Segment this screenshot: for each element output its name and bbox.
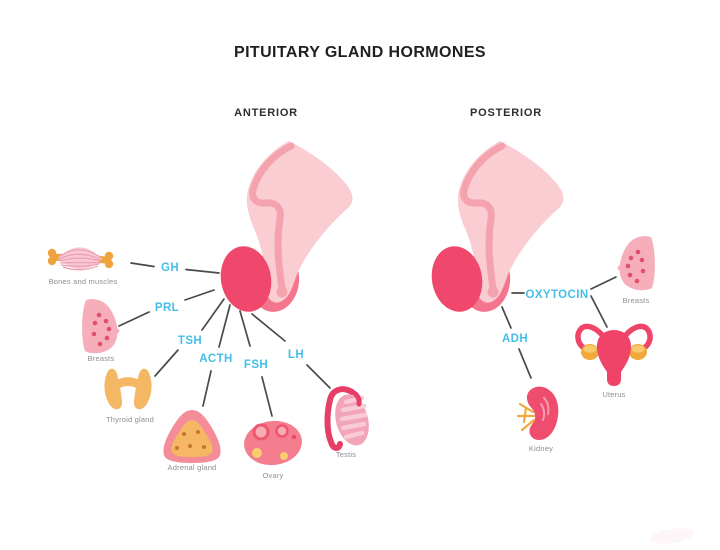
page-title: PITUITARY GLAND HORMONES	[234, 44, 486, 61]
organ-label-uterus: Uterus	[602, 390, 625, 399]
posterior-section-label: POSTERIOR	[470, 107, 542, 119]
anterior-pituitary-gland-icon	[216, 141, 353, 316]
ovary-body	[244, 420, 302, 466]
gh-connector-line	[130, 262, 220, 274]
hormone-label-gh: GH	[161, 262, 179, 274]
adrenal-gland-icon	[163, 410, 221, 463]
lh-connector-line	[251, 313, 331, 389]
hormone-label-lh: LH	[288, 349, 304, 361]
breast-posterior-icon	[617, 236, 655, 291]
fallopian-tube-right	[619, 323, 653, 351]
prl-connector-line	[118, 289, 215, 327]
organ-label-bones-muscles: Bones and muscles	[49, 277, 118, 286]
connector-lines	[118, 262, 617, 417]
hormone-label-oxytocin: OXYTOCIN	[525, 289, 588, 301]
organ-label-adrenal: Adrenal gland	[168, 463, 217, 472]
testis-septa	[339, 395, 368, 440]
hormone-label-fsh: FSH	[244, 359, 268, 371]
hormone-label-acth: ACTH	[199, 353, 233, 365]
testis-duct	[349, 389, 362, 407]
uterus-ovary-right-highlight	[631, 345, 645, 353]
hormone-label-tsh: TSH	[178, 335, 202, 347]
muscle-with-bone-icon	[47, 247, 114, 271]
hormone-labels: GH PRL TSH ACTH FSH LH OXYTOCIN ADH	[155, 262, 588, 371]
fsh-connector-line	[239, 310, 273, 417]
muscle-fibers	[58, 249, 102, 271]
organ-label-ovary: Ovary	[262, 471, 283, 480]
ovary-corpus-luteum	[252, 448, 262, 458]
ovary-dot	[291, 434, 297, 440]
organ-labels: Bones and muscles Breasts Thyroid gland …	[49, 277, 650, 480]
organ-label-testis: Testis	[336, 450, 356, 459]
kidney-body	[526, 386, 559, 440]
breast-anterior-icon	[82, 299, 120, 354]
organ-label-kidney: Kidney	[529, 444, 553, 453]
adh-connector-line	[501, 306, 532, 379]
organ-label-thyroid: Thyroid gland	[106, 415, 154, 424]
oxytocin-connector-line	[511, 276, 617, 328]
organ-label-breasts-posterior: Breasts	[623, 296, 650, 305]
thyroid-gland-icon	[104, 368, 152, 410]
testis-icon	[324, 386, 369, 451]
uterus-icon	[575, 323, 653, 386]
kidney-calyces	[540, 397, 550, 421]
adrenal-dots	[175, 430, 206, 450]
ovary-follicle	[275, 424, 289, 438]
fallopian-tube-left	[575, 323, 609, 351]
ovary-follicle	[252, 423, 270, 441]
acth-connector-line	[202, 304, 231, 407]
kidney-vessels	[516, 402, 536, 432]
corner-smudge	[650, 528, 694, 544]
hormone-label-prl: PRL	[155, 302, 179, 314]
bone-ends	[47, 248, 114, 269]
kidney-icon	[516, 386, 559, 440]
organ-label-breasts-anterior: Breasts	[88, 354, 115, 363]
uterus-body	[597, 330, 631, 386]
testis-epididymis	[324, 386, 355, 451]
hormone-label-adh: ADH	[502, 333, 528, 345]
ovary-icon	[244, 420, 302, 466]
anterior-section-label: ANTERIOR	[234, 107, 298, 119]
ovary-corpus-luteum	[280, 452, 288, 460]
uterus-ovary-left-highlight	[583, 345, 597, 353]
tsh-connector-line	[154, 298, 225, 377]
